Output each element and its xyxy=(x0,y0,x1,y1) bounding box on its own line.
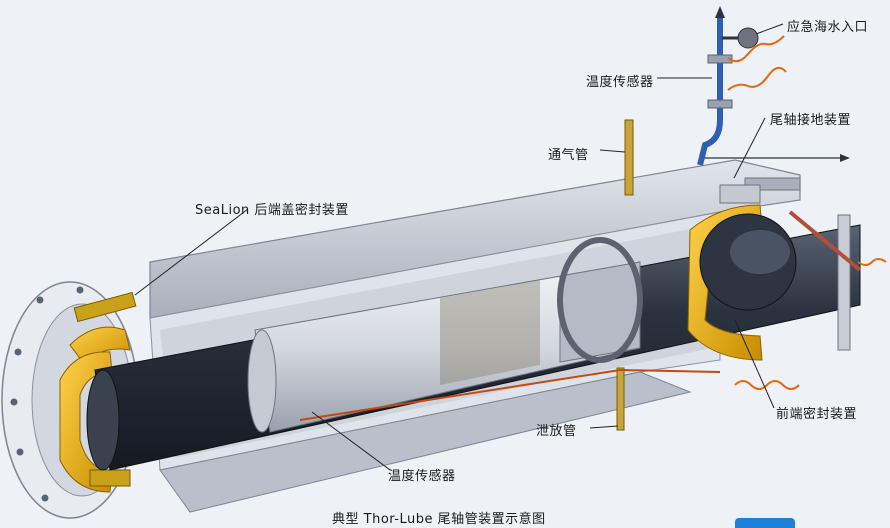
label-emergency-inlet: 应急海水入口 xyxy=(787,20,869,35)
label-shaft-grounding: 尾轴接地装置 xyxy=(770,113,852,128)
label-vent-pipe: 通气管 xyxy=(548,148,589,163)
sensor-wiring xyxy=(299,35,887,421)
label-rear-seal: SeaLion 后端盖密封装置 xyxy=(195,203,349,218)
grounding-device xyxy=(700,154,862,351)
label-drain-pipe: 泄放管 xyxy=(536,424,577,439)
leader-lines xyxy=(134,23,784,471)
emergency-inlet-pipe xyxy=(697,6,759,166)
diagram-caption: 典型 Thor-Lube 尾轴管装置示意图 xyxy=(332,512,546,527)
rear-seal-assembly xyxy=(59,291,137,493)
front-seal-assembly xyxy=(687,177,801,361)
label-temp-sensor-bottom: 温度传感器 xyxy=(388,469,456,484)
label-temp-sensor-top: 温度传感器 xyxy=(586,75,654,90)
bearing-sleeve xyxy=(247,237,643,433)
vent-pipe xyxy=(624,119,634,196)
drain-pipe xyxy=(616,367,625,431)
label-front-seal: 前端密封装置 xyxy=(776,407,858,422)
watermark-badge xyxy=(735,518,795,528)
